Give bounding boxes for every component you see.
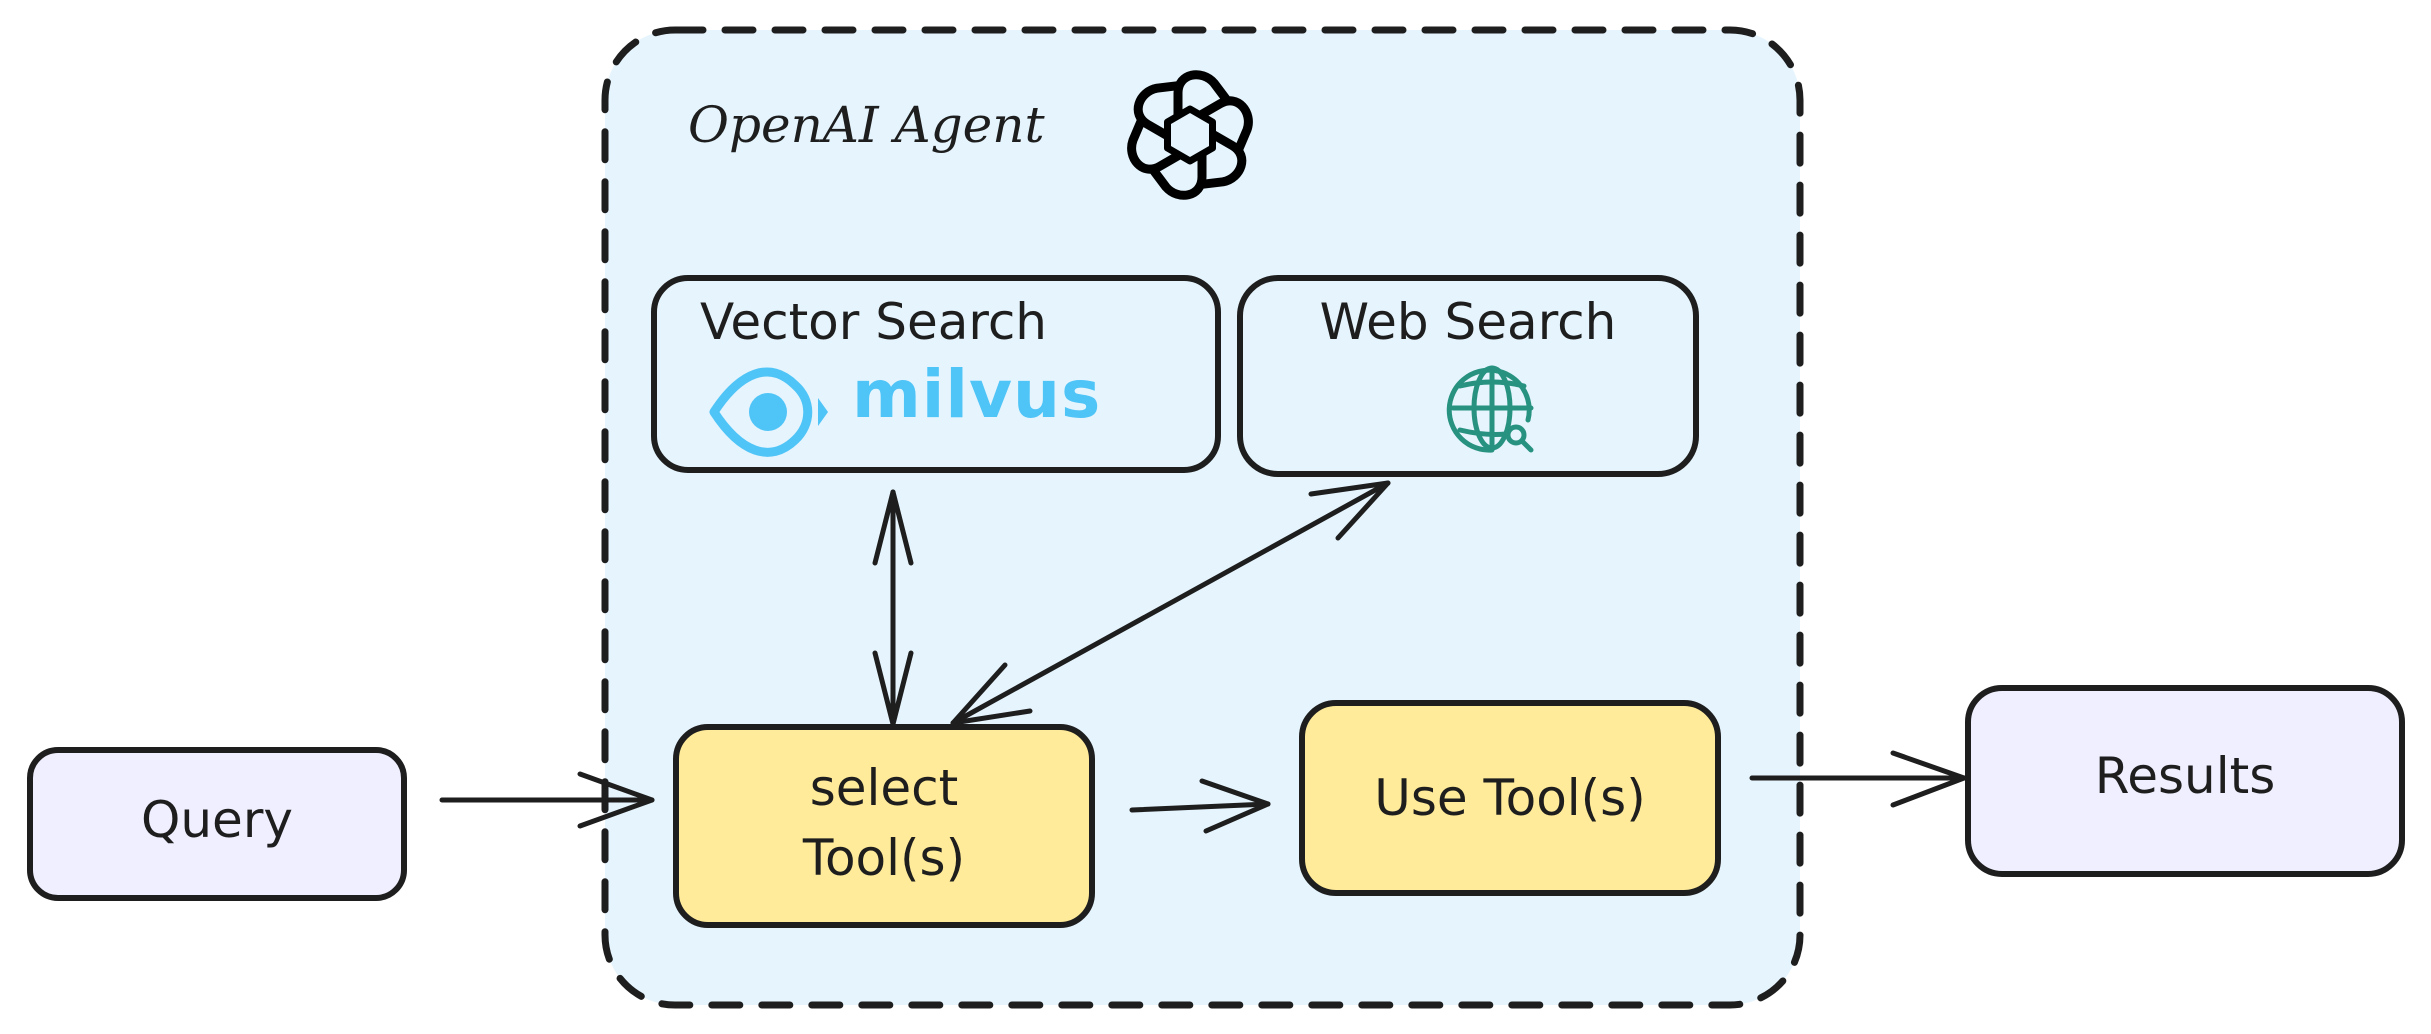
arrow-web-select [950,480,1391,726]
query-box[interactable] [27,747,407,901]
openai-logo-icon [1120,74,1260,197]
query-label: Query [141,791,293,849]
use-tools-label: Use Tool(s) [1374,769,1646,827]
arrow-select-to-use [1129,778,1271,834]
web-search-label: Web Search [1319,293,1617,351]
milvus-logo-text: milvus [852,356,1102,433]
use-tools-box[interactable] [1299,700,1721,896]
results-box[interactable] [1965,685,2405,877]
results-label: Results [2094,747,2276,805]
select-tools-box[interactable] [673,724,1095,928]
globe-search-icon [1446,365,1534,453]
arrow-query-to-select [439,771,655,829]
vector-search-box[interactable] [651,275,1221,473]
select-tools-label-line1: select [809,759,959,817]
vector-search-label: Vector Search [700,293,1047,351]
arrow-use-to-results [1749,750,1967,808]
milvus-eye-icon [709,367,828,457]
arrow-vector-select [872,489,914,727]
select-tools-label-line2: Tool(s) [802,829,966,887]
agent-title: OpenAI Agent [688,96,1045,154]
